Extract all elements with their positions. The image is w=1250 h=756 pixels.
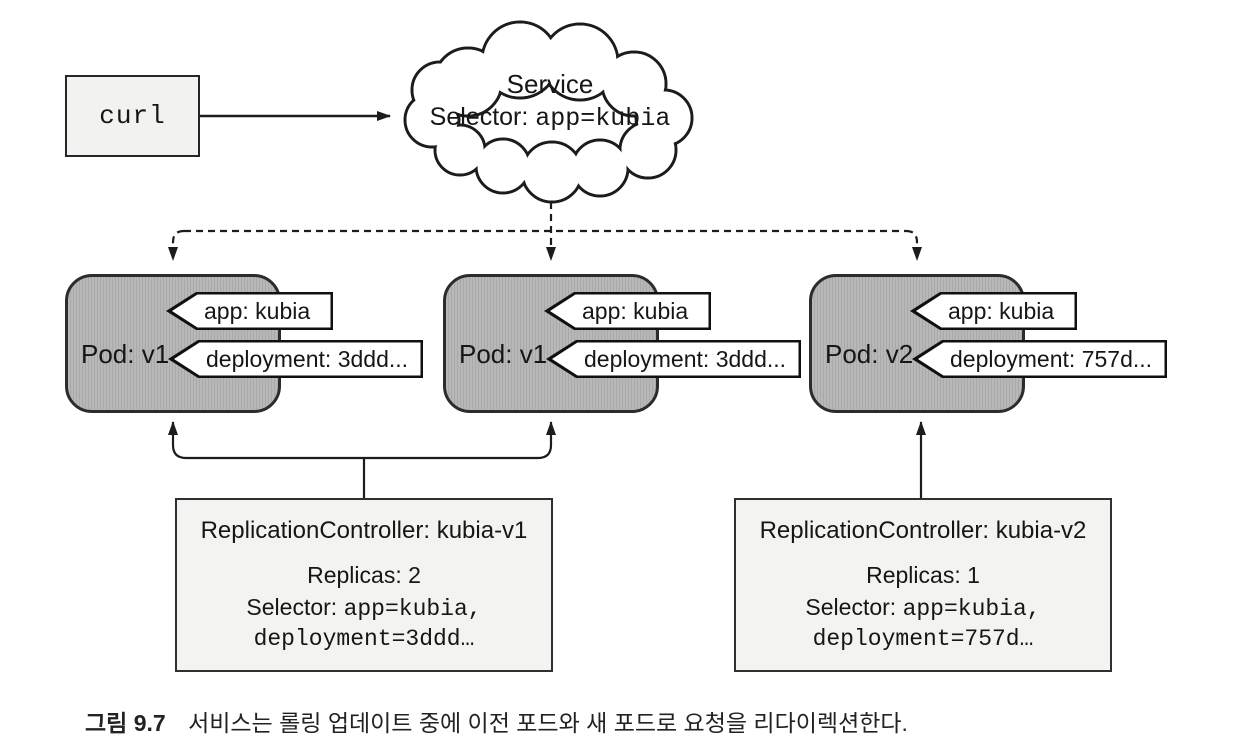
- pod-label-tag-app: app: kubia: [166, 292, 333, 330]
- tag-fill: [546, 340, 801, 378]
- tag-text: deployment: 757d...: [950, 346, 1153, 372]
- tag-text: deployment: 3ddd...: [206, 346, 409, 372]
- tag-fill: [912, 340, 1167, 378]
- rc-selector-label: Selector:: [246, 594, 338, 620]
- tag-text: app: kubia: [582, 298, 689, 324]
- pod-v2: Pod: v2 app: kubia deployment: 757d...: [809, 274, 1167, 413]
- tag-fill: [166, 292, 333, 330]
- tag-text: app: kubia: [948, 298, 1055, 324]
- tag-fill: [910, 292, 1077, 330]
- pod-label-tag-deployment: deployment: 757d...: [912, 340, 1167, 378]
- pod-label-tag-deployment: deployment: 3ddd...: [168, 340, 423, 378]
- pod-name: Pod: v1: [81, 339, 170, 369]
- rc-replicas: Replicas: 2: [307, 562, 421, 588]
- rc-title: ReplicationController: kubia-v2: [759, 517, 1087, 544]
- service-to-pods-dashed-arrows: [168, 202, 922, 261]
- service-selector-value: app=kubia: [535, 104, 671, 133]
- figure-caption-number: 그림 9.7: [85, 710, 166, 736]
- rc-selector-value: app=kubia,: [343, 596, 482, 622]
- service-name: Service: [506, 69, 594, 99]
- rc-selector-value: app=kubia,: [902, 596, 1041, 622]
- tag-text: app: kubia: [204, 298, 311, 324]
- rc-replicas: Replicas: 1: [866, 562, 980, 588]
- tag-fill: [544, 292, 711, 330]
- rc-selector-deployment: deployment=757d…: [812, 626, 1034, 652]
- rc-selector: Selector: app=kubia,: [736, 594, 1110, 622]
- pod-v1-a: Pod: v1 app: kubia deployment: 3ddd...: [65, 274, 423, 413]
- pod-v1-b: Pod: v1 app: kubia deployment: 3ddd...: [443, 274, 801, 413]
- rc-selector: Selector: app=kubia,: [177, 594, 551, 622]
- tag-text: deployment: 3ddd...: [584, 346, 787, 372]
- pod-name: Pod: v1: [459, 339, 548, 369]
- figure-caption: 그림 9.7 서비스는 롤링 업데이트 중에 이전 포드와 새 포드로 요청을 …: [85, 704, 908, 738]
- rc-selector-label: Selector:: [805, 594, 897, 620]
- service-selector: Selector: app=kubia: [405, 101, 695, 135]
- rc1-to-pods-arrows: [168, 421, 556, 498]
- curl-client-box: curl: [65, 75, 200, 157]
- pod-name: Pod: v2: [825, 339, 914, 369]
- rc-title: ReplicationController: kubia-v1: [200, 517, 528, 544]
- replication-controller-v1-box: ReplicationController: kubia-v1 Replicas…: [175, 498, 553, 672]
- service-cloud: Service Selector: app=kubia: [405, 68, 695, 135]
- figure-caption-text: 서비스는 롤링 업데이트 중에 이전 포드와 새 포드로 요청을 리다이렉션한다…: [188, 710, 908, 736]
- tag-fill: [168, 340, 423, 378]
- pod-label-tag-app: app: kubia: [910, 292, 1077, 330]
- replication-controller-v2-box: ReplicationController: kubia-v2 Replicas…: [734, 498, 1112, 672]
- pod-label-tag-app: app: kubia: [544, 292, 711, 330]
- pod-label-tag-deployment: deployment: 3ddd...: [546, 340, 801, 378]
- rc-selector-deployment: deployment=3ddd…: [253, 626, 475, 652]
- service-selector-label: Selector:: [429, 103, 529, 131]
- curl-label: curl: [99, 101, 166, 131]
